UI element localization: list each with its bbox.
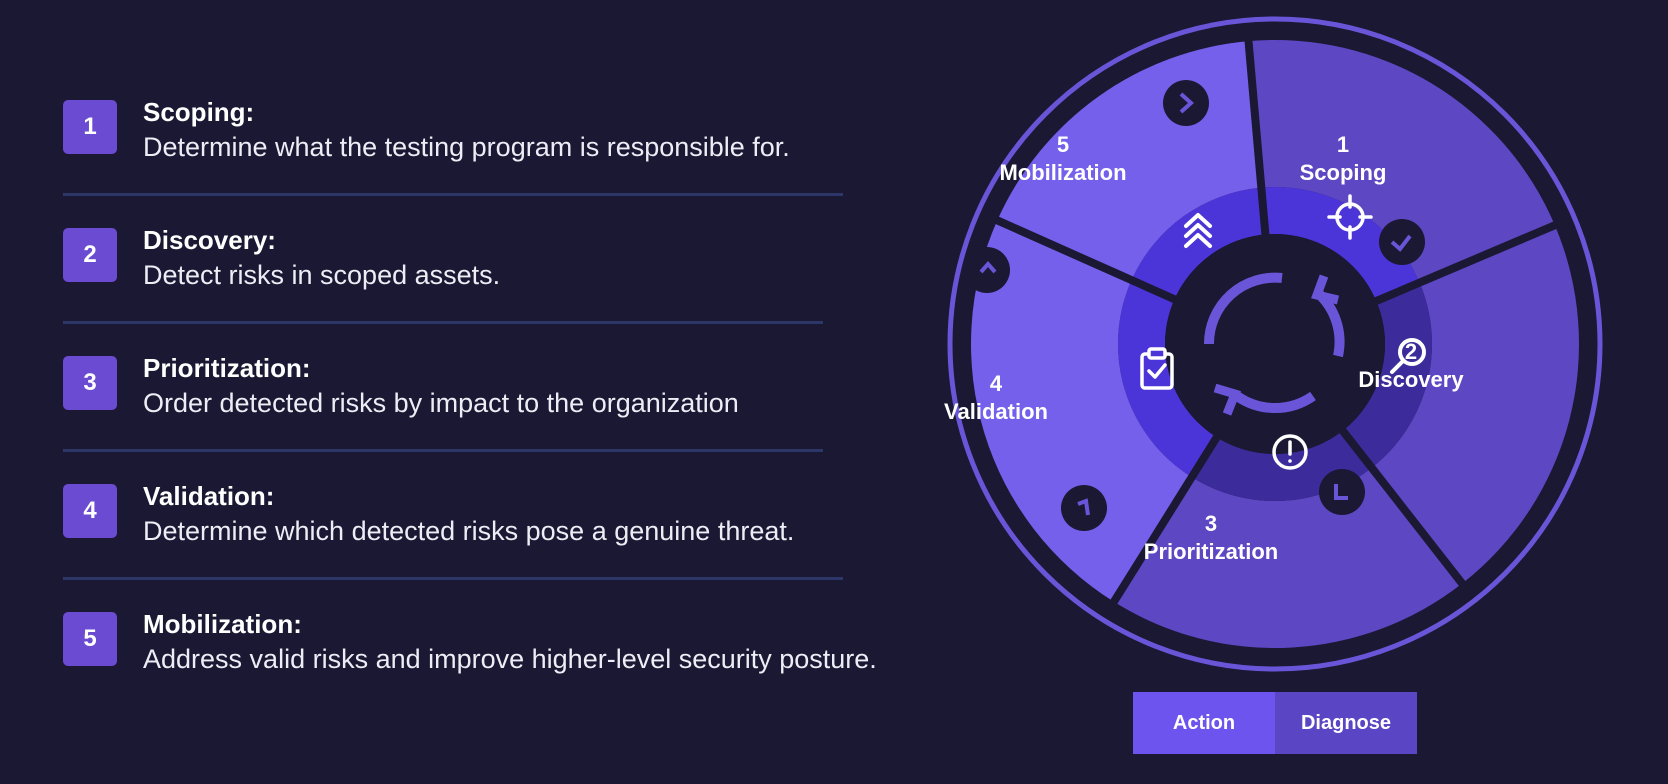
step-number-badge: 1 bbox=[63, 100, 117, 154]
step-description: Address valid risks and improve higher-l… bbox=[143, 644, 877, 674]
step-title: Discovery: bbox=[143, 225, 276, 255]
segment-scoping bbox=[1248, 40, 1555, 283]
steps-list: 1 Scoping: Determine what the testing pr… bbox=[63, 92, 963, 732]
arrow-node-mobilization-scoping bbox=[1163, 80, 1209, 126]
step-title: Mobilization: bbox=[143, 609, 302, 639]
step-description: Determine what the testing program is re… bbox=[143, 132, 790, 162]
segment-separator bbox=[991, 214, 1181, 305]
segment-separator bbox=[1107, 430, 1223, 609]
step-item: 3 Prioritization: Order detected risks b… bbox=[63, 348, 963, 476]
arrow-node-scoping-discovery bbox=[1379, 219, 1425, 265]
chevrons-up-icon bbox=[1184, 213, 1212, 248]
inner-segment-validation bbox=[1118, 280, 1217, 478]
search-icon bbox=[1390, 338, 1426, 374]
step-divider bbox=[63, 577, 843, 580]
step-number-badge: 3 bbox=[63, 356, 117, 410]
step-number-badge: 4 bbox=[63, 484, 117, 538]
step-number-badge: 2 bbox=[63, 228, 117, 282]
arrow-node-prioritization-validation bbox=[1061, 485, 1107, 531]
step-divider bbox=[63, 321, 823, 324]
step-item: 1 Scoping: Determine what the testing pr… bbox=[63, 92, 963, 220]
inner-segment-scoping bbox=[1261, 186, 1420, 302]
step-description: Order detected risks by impact to the or… bbox=[143, 388, 739, 418]
segment-prioritization bbox=[1113, 467, 1463, 648]
arrow-node-validation-mobilization bbox=[964, 247, 1010, 293]
outer-rim bbox=[947, 16, 1603, 672]
step-title: Validation: bbox=[143, 481, 275, 511]
step-divider bbox=[63, 449, 823, 452]
arrow-node-discovery-prioritization bbox=[1319, 469, 1365, 515]
segment-validation bbox=[971, 220, 1192, 602]
refresh-cycle-icon bbox=[1203, 272, 1345, 416]
segment-separator bbox=[1244, 35, 1270, 240]
step-divider bbox=[63, 193, 843, 196]
segment-separator bbox=[1336, 424, 1469, 590]
step-title: Scoping: bbox=[143, 97, 255, 127]
action-button[interactable]: Action bbox=[1133, 692, 1275, 754]
step-item: 5 Mobilization: Address valid risks and … bbox=[63, 604, 963, 732]
step-number-badge: 5 bbox=[63, 612, 117, 666]
diagnose-button[interactable]: Diagnose bbox=[1275, 692, 1417, 754]
alert-icon bbox=[1272, 434, 1308, 470]
view-toggle: Action Diagnose bbox=[1133, 692, 1417, 754]
inner-segment-discovery bbox=[1342, 282, 1432, 468]
inner-segment-mobilization bbox=[1131, 187, 1266, 300]
step-description: Detect risks in scoped assets. bbox=[143, 260, 501, 290]
step-item: 4 Validation: Determine which detected r… bbox=[63, 476, 963, 604]
step-description: Determine which detected risks pose a ge… bbox=[143, 516, 795, 546]
step-item: 2 Discovery: Detect risks in scoped asse… bbox=[63, 220, 963, 348]
segment-separator bbox=[1370, 219, 1561, 307]
step-title: Prioritization: bbox=[143, 353, 311, 383]
crosshair-icon bbox=[1327, 194, 1373, 240]
center-hub bbox=[1165, 234, 1385, 454]
clipboard-check-icon bbox=[1140, 347, 1174, 390]
segment-discovery bbox=[1371, 225, 1579, 584]
